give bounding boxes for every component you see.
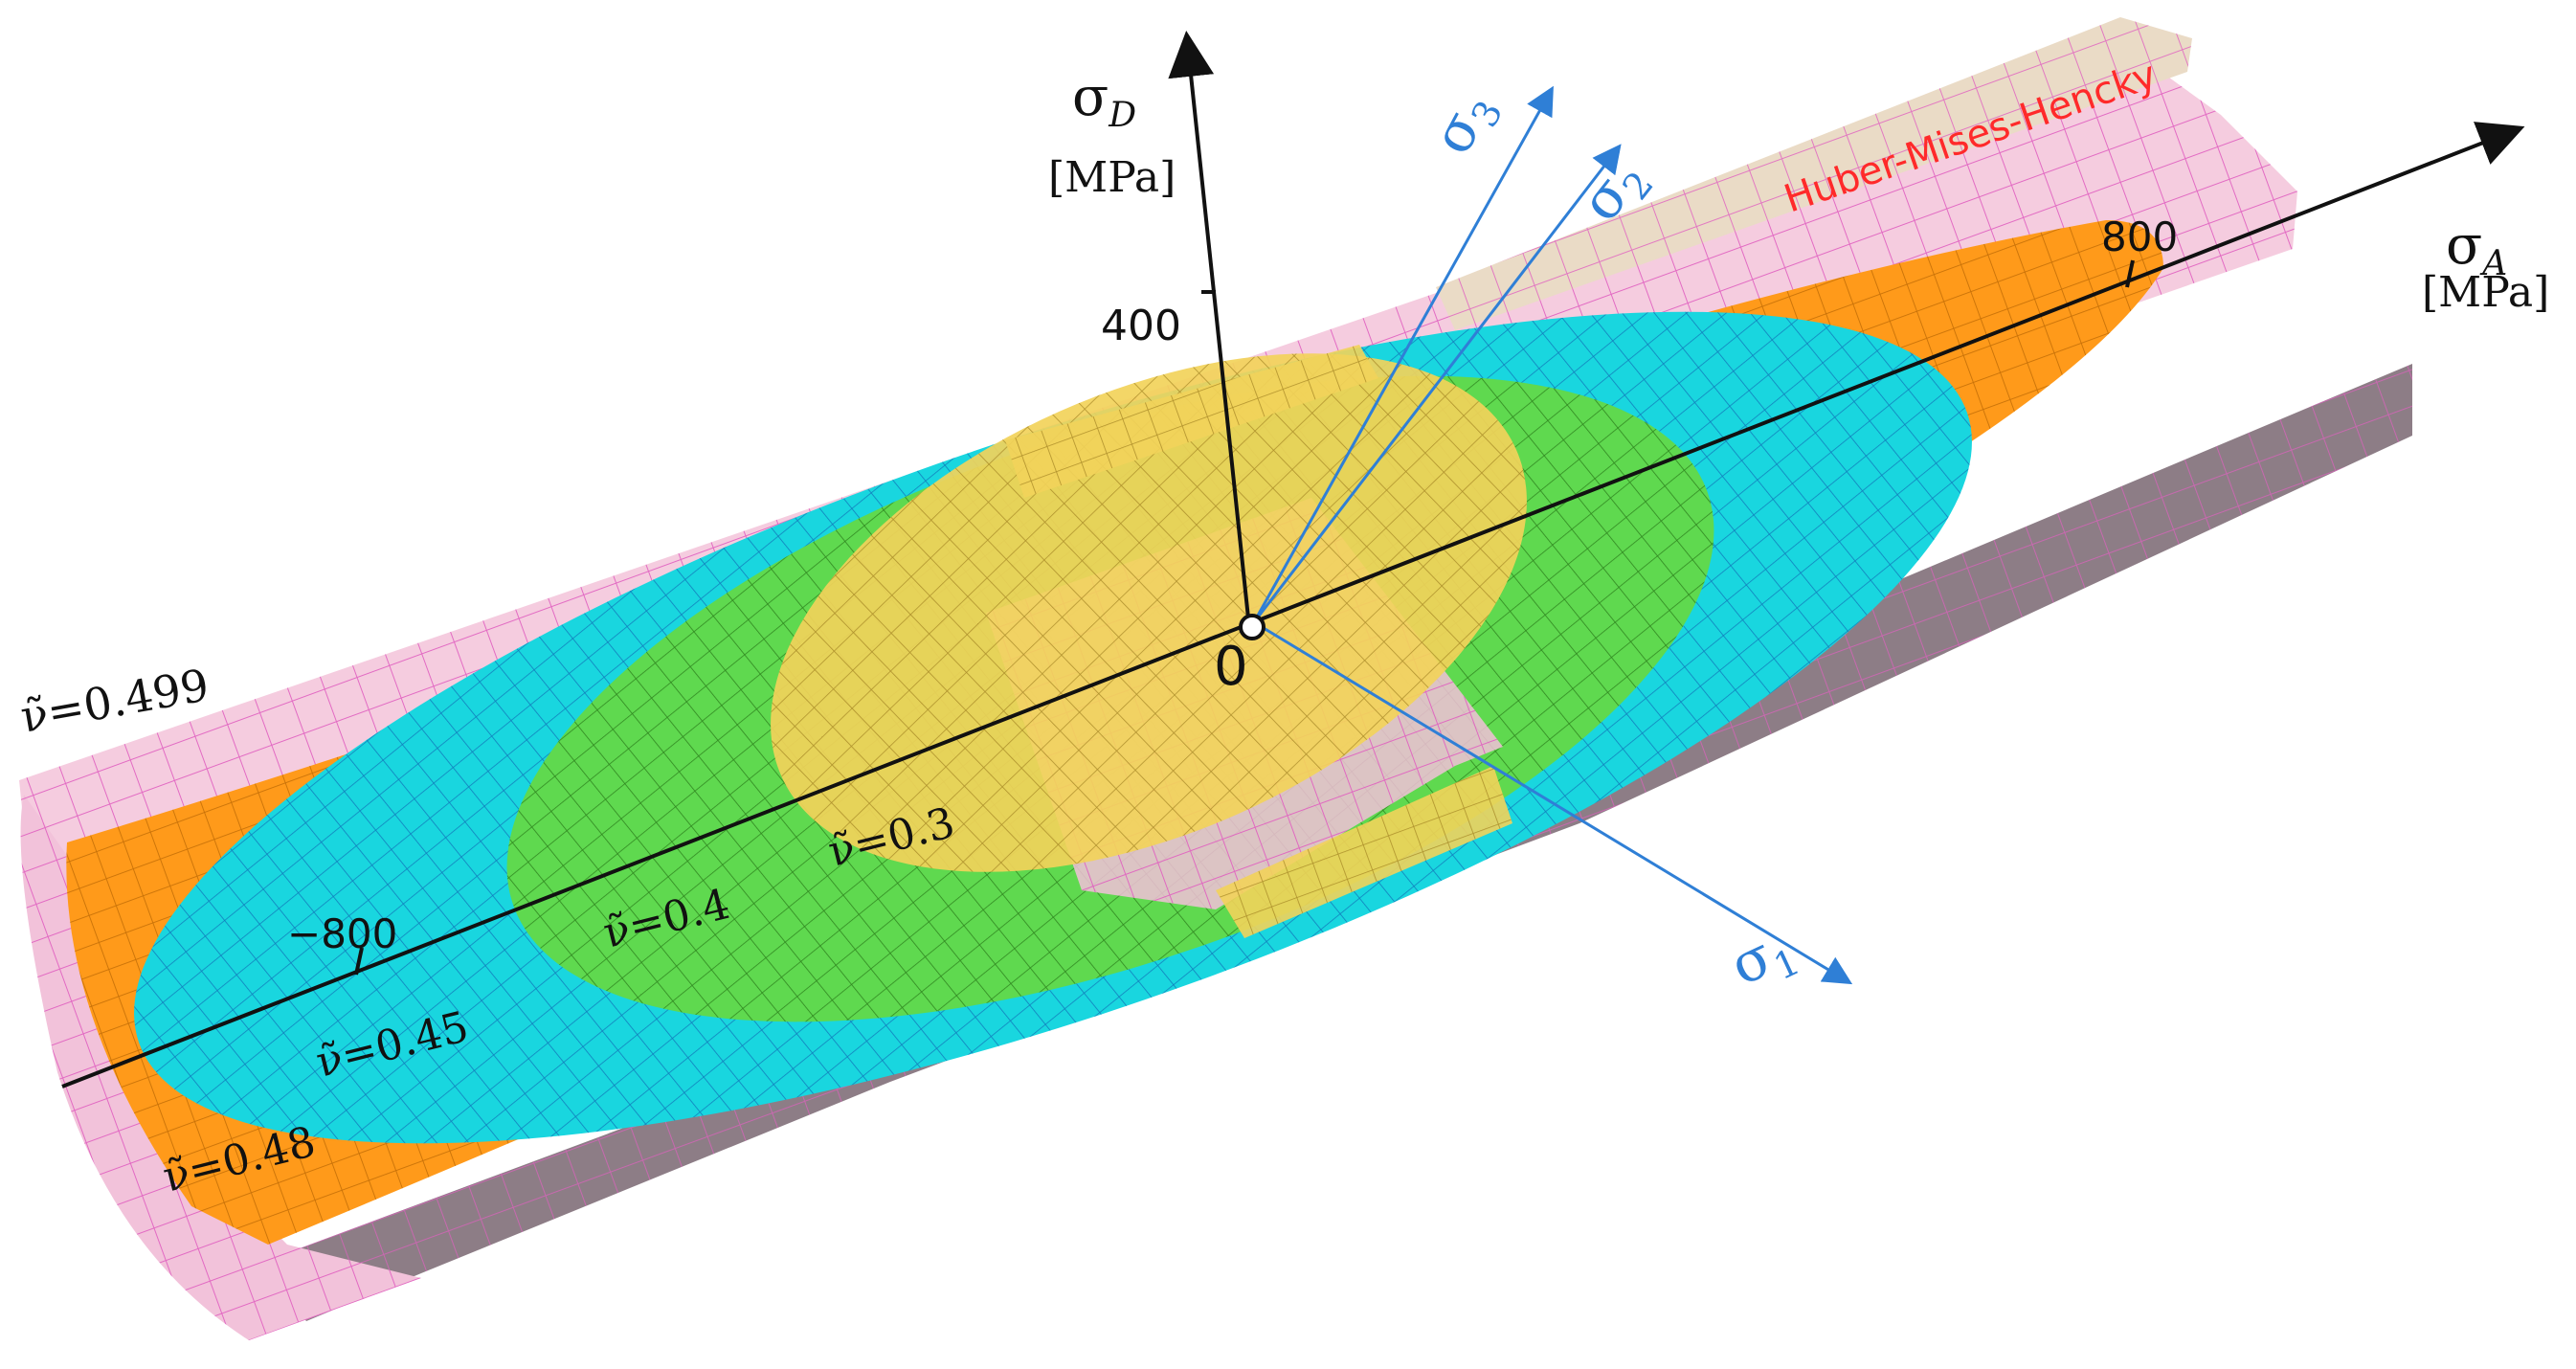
sigma-a-tick-800	[2125, 259, 2135, 288]
sigma-2-axis	[1252, 144, 1622, 623]
sigma-a-axis	[61, 122, 2525, 1088]
sigma-1-label: σ1	[1720, 913, 1806, 1004]
sigma-a-tick-neg800	[354, 947, 364, 976]
sigma-3-axis	[1252, 85, 1554, 623]
sigma-d-label: σD	[1072, 66, 1136, 135]
surface-nu-0-3	[771, 345, 1527, 938]
sigma-3-label: σ3	[1419, 79, 1511, 168]
axes	[61, 31, 2525, 1088]
sigma-1-axis	[1253, 620, 1853, 985]
origin-marker	[1239, 614, 1266, 640]
sigma-a-tick-800-label: 800	[2101, 213, 2178, 260]
sigma-d-tick-label: 400	[1101, 302, 1181, 350]
sigma-a-tick-neg800-label: −800	[287, 910, 397, 957]
sigma-a-label: σA	[2446, 214, 2507, 283]
sigma-d-axis	[1168, 31, 1251, 628]
sigma-d-unit: [MPa]	[1048, 153, 1176, 202]
sigma-a-unit: [MPa]	[2422, 268, 2549, 317]
origin-label: 0	[1214, 636, 1248, 698]
